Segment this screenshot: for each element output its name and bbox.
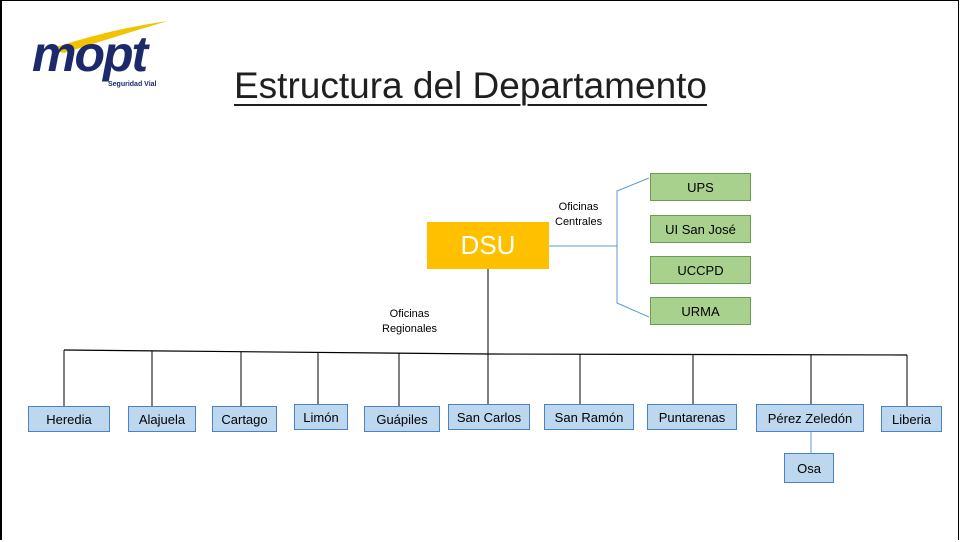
regional-office-heredia: Heredia [28, 406, 110, 432]
central-office-urma: URMA [650, 297, 751, 325]
regional-label-line2: Regionales [382, 323, 438, 335]
sub-office-osa: Osa [784, 453, 834, 483]
logo-wordmark: mopt [32, 26, 148, 82]
central-label-line1: Oficinas [558, 201, 599, 213]
regional-office-alajuela: Alajuela [128, 406, 196, 432]
regional-offices-label: Oficinas Regionales [382, 307, 437, 337]
regional-office-perez-zeledon: Pérez Zeledón [756, 404, 864, 432]
logo-subtitle: Seguridad Vial [108, 81, 157, 88]
central-offices-label: Oficinas Centrales [555, 200, 602, 230]
dsu-root-node: DSU [427, 222, 549, 269]
regional-office-san-carlos: San Carlos [448, 404, 530, 430]
regional-label-line1: Oficinas [389, 308, 430, 320]
regional-bus [63, 349, 908, 356]
central-label-line2: Centrales [555, 216, 603, 228]
logo-swoosh-icon [50, 21, 168, 53]
central-office-uccpd: UCCPD [650, 256, 751, 284]
regional-office-cartago: Cartago [212, 406, 277, 432]
mopt-logo: mopt Seguridad Vial [20, 19, 180, 99]
page-title: Estructura del Departamento [234, 65, 708, 106]
regional-office-guapiles: Guápiles [364, 406, 440, 432]
regional-office-puntarenas: Puntarenas [647, 404, 737, 430]
central-bracket [616, 177, 650, 318]
central-office-ups: UPS [650, 173, 751, 201]
regional-office-liberia: Liberia [881, 406, 942, 432]
regional-office-san-ramon: San Ramón [544, 404, 634, 430]
regional-office-limon: Limón [294, 404, 348, 430]
central-office-ui-san-jose: UI San José [650, 215, 751, 243]
